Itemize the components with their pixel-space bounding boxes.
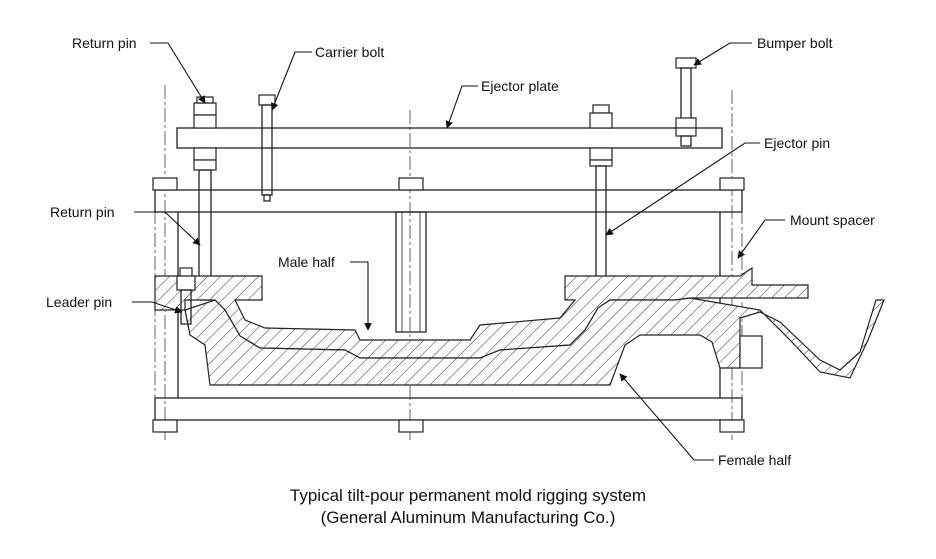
labels: Return pin Carrier bolt Ejector plate Bu…: [46, 35, 875, 468]
female-half: [184, 297, 885, 386]
carrier-bolt: [258, 94, 276, 202]
caption-source: (General Aluminum Manufacturing Co.): [320, 508, 616, 527]
label-mount-spacer: Mount spacer: [790, 212, 875, 228]
ejector-pin: [589, 104, 613, 302]
center-lines: [154, 85, 743, 440]
label-carrier-bolt: Carrier bolt: [315, 44, 384, 60]
label-return-pin-mid: Return pin: [50, 204, 115, 220]
bumper-bolt: [675, 57, 697, 147]
label-female-half: Female half: [718, 452, 791, 468]
label-male-half: Male half: [278, 254, 335, 270]
label-bumper-bolt: Bumper bolt: [757, 35, 833, 51]
ejector-plate: [176, 127, 723, 149]
caption-title: Typical tilt-pour permanent mold rigging…: [289, 486, 647, 505]
frame: [152, 177, 745, 433]
label-ejector-plate: Ejector plate: [481, 78, 559, 94]
label-ejector-pin: Ejector pin: [764, 135, 830, 151]
label-leader-pin: Leader pin: [46, 294, 112, 310]
leaders: [132, 42, 785, 461]
label-return-pin-top: Return pin: [72, 35, 137, 51]
center-column: [395, 211, 427, 333]
return-pin: [193, 96, 217, 301]
leader-pin: [176, 267, 196, 325]
